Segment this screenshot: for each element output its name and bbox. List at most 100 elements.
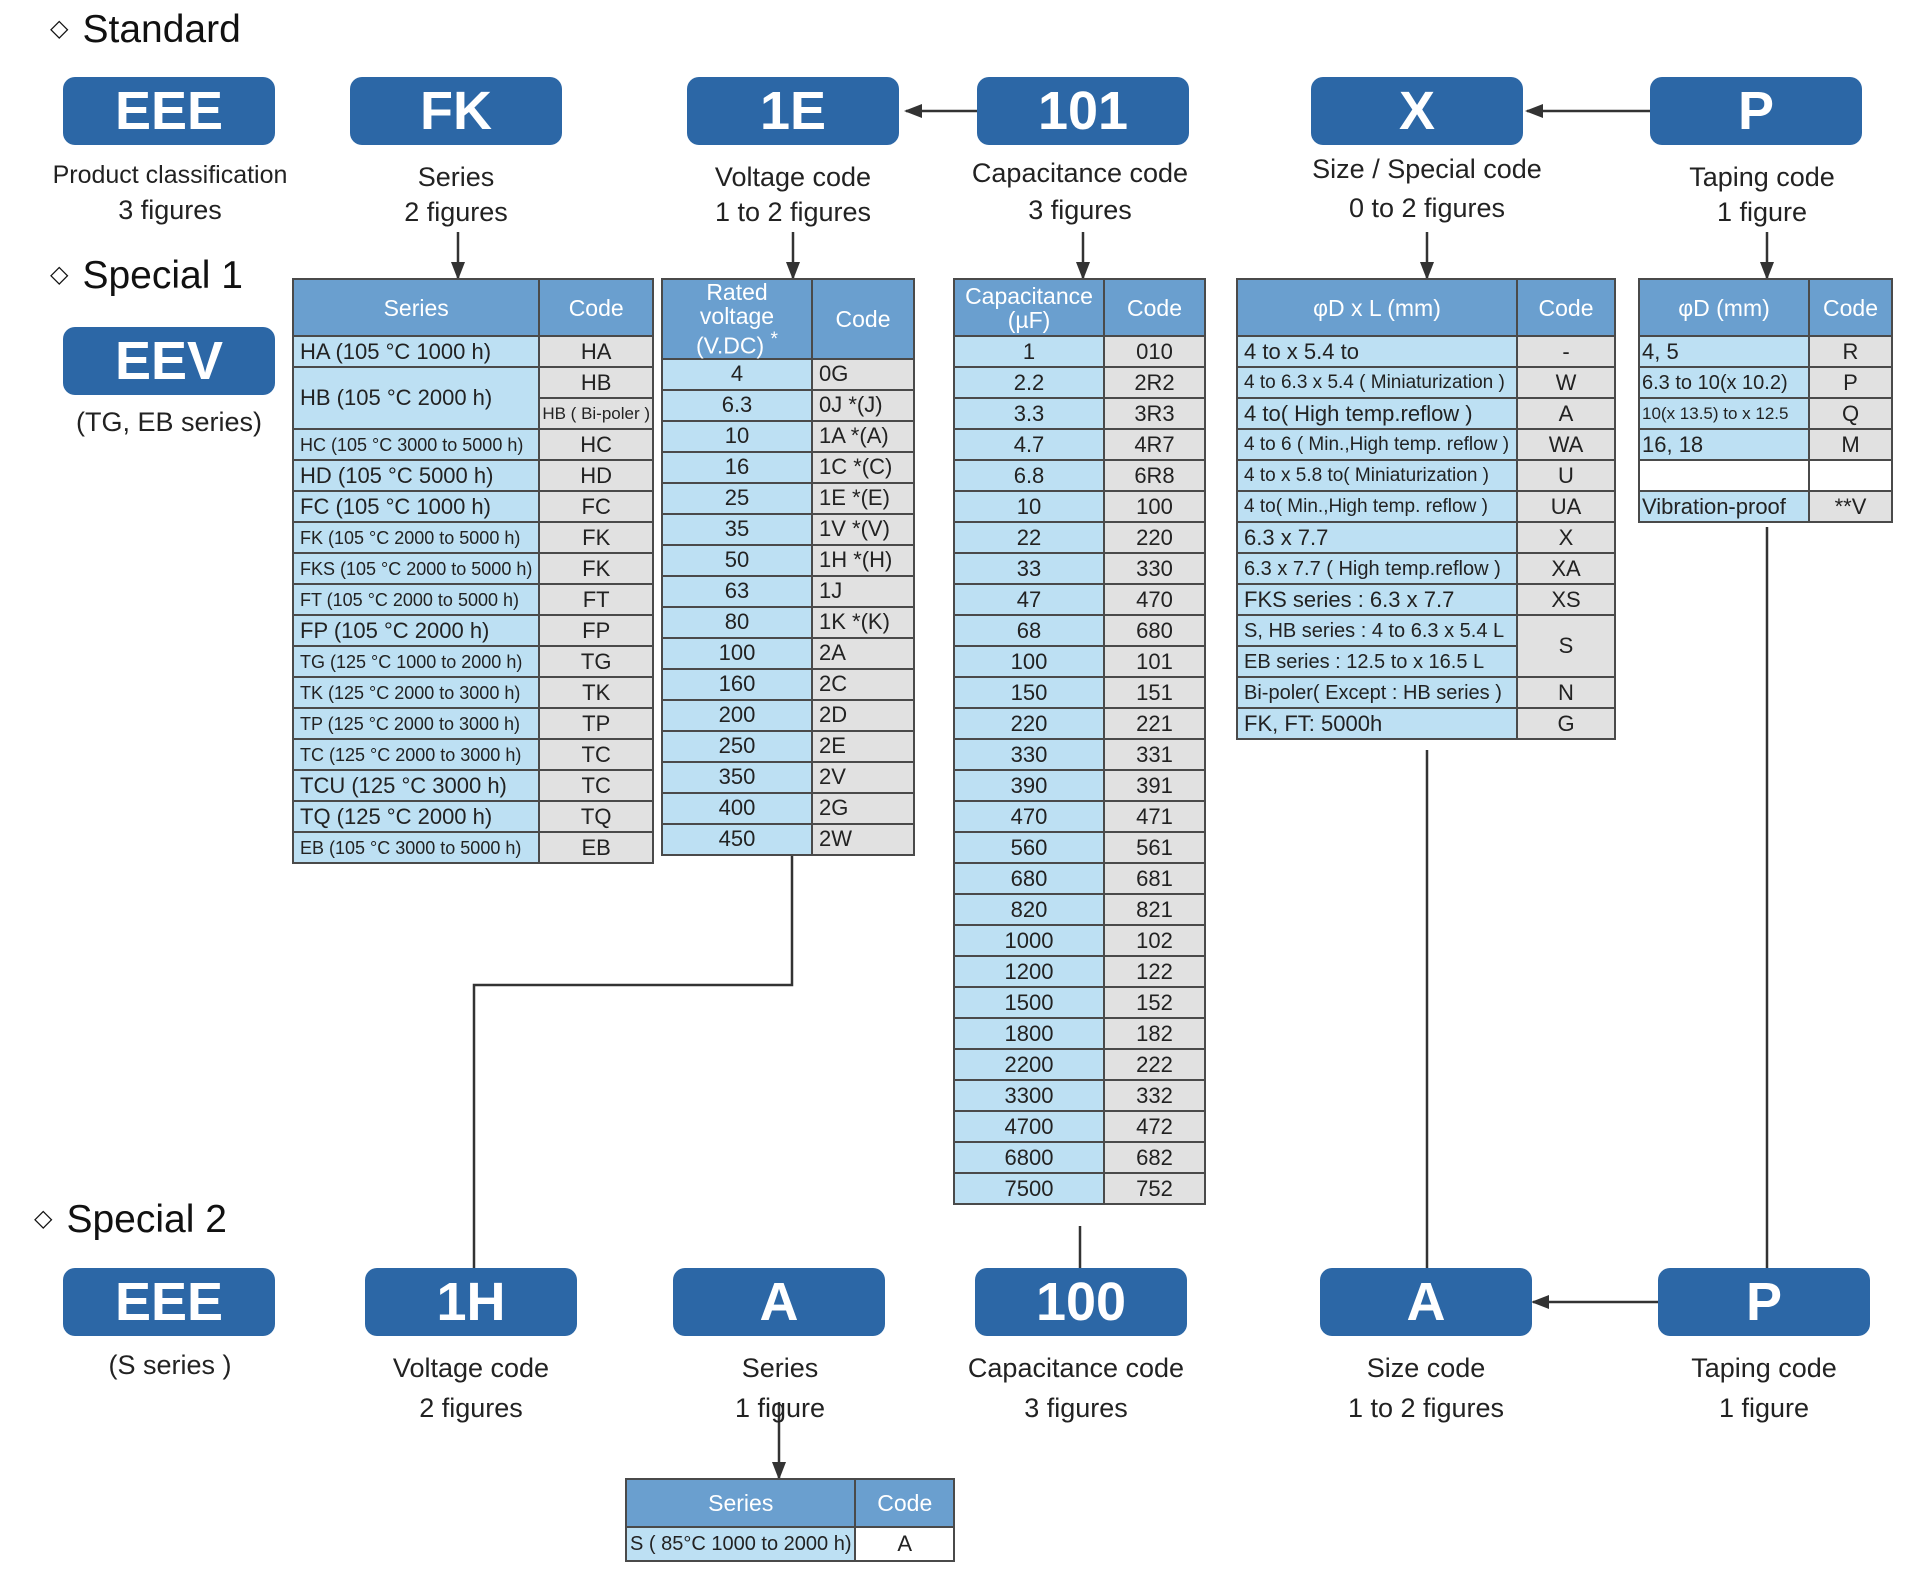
table-row: TG (125 °C 1000 to 2000 h)TG: [291, 645, 655, 678]
heading-standard: ◇Standard: [50, 8, 241, 51]
label-eev: (TG, EB series): [75, 407, 263, 437]
table-row: S ( 85°C 1000 to 2000 h)A: [624, 1526, 955, 1562]
table-row: 4 to 6.3 x 5.4 ( Miniaturization )W: [1236, 366, 1616, 399]
heading-special-2: ◇Special 2: [34, 1198, 227, 1241]
code-box-100: 100: [975, 1268, 1187, 1336]
table-row: HD (105 °C 5000 h)HD: [291, 459, 655, 492]
code-box-p-s: P: [1658, 1268, 1870, 1336]
label-eee-s: (S series ): [108, 1350, 232, 1380]
table-row: 4 to x 5.8 to( Miniaturization )U: [1236, 459, 1616, 492]
table-row: FC (105 °C 1000 h)FC: [291, 490, 655, 523]
table-row: EB (105 °C 3000 to 5000 h)EB: [291, 831, 655, 864]
code-box-p: P: [1650, 77, 1862, 145]
code-box-x: X: [1311, 77, 1523, 145]
table-row: FKS (105 °C 2000 to 5000 h)FK: [291, 552, 655, 585]
table-row: HA (105 °C 1000 h)HA: [291, 335, 655, 368]
table-row: TC (125 °C 2000 to 3000 h)TC: [291, 738, 655, 771]
table-row: 4 to( High temp.reflow )A: [1236, 397, 1616, 430]
code-box-a-series: A: [673, 1268, 885, 1336]
diamond-icon: ◇: [34, 1205, 53, 1232]
table-row: TP (125 °C 2000 to 3000 h)TP: [291, 707, 655, 740]
code-box-101: 101: [977, 77, 1189, 145]
table-row: FT (105 °C 2000 to 5000 h)FT: [291, 583, 655, 616]
table-row: [1638, 459, 1893, 492]
code-box-eee-s: EEE: [63, 1268, 275, 1336]
table-row: TQ (125 °C 2000 h)TQ: [291, 800, 655, 833]
code-box-fk: FK: [350, 77, 562, 145]
code-box-a-size: A: [1320, 1268, 1532, 1336]
table-row: Bi-poler( Except : HB series )N: [1236, 676, 1616, 709]
table-row: HC (105 °C 3000 to 5000 h)HC: [291, 428, 655, 461]
table-row: EB series : 12.5 to x 16.5 L: [1236, 645, 1615, 678]
table-row: 6.3 x 7.7 ( High temp.reflow )XA: [1236, 552, 1616, 585]
table-row: Vibration-proof**V: [1638, 490, 1893, 523]
table-row: HB (105 °C 2000 h)HB: [291, 366, 655, 430]
code-box-1e: 1E: [687, 77, 899, 145]
line-voltage-to-1h: [472, 845, 794, 1268]
table-row: FP (105 °C 2000 h)FP: [291, 614, 655, 647]
code-box-1h: 1H: [365, 1268, 577, 1336]
table-row: 4 to( Min.,High temp. reflow )UA: [1236, 490, 1616, 523]
diamond-icon: ◇: [50, 261, 69, 288]
table-row: 4 to 6 ( Min.,High temp. reflow )WA: [1236, 428, 1616, 461]
table-row: FK (105 °C 2000 to 5000 h)FK: [291, 521, 655, 554]
code-box-eev: EEV: [63, 327, 275, 395]
